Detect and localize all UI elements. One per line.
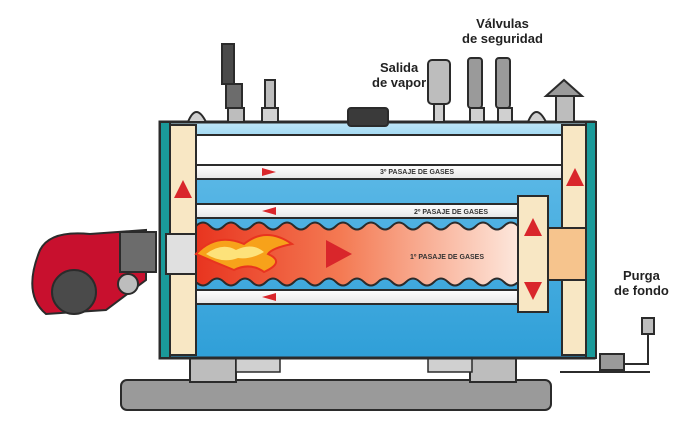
second-pass-tube-lower <box>195 289 523 305</box>
arrow-reversal-up <box>524 218 542 236</box>
burner-motor <box>51 269 97 315</box>
reversal-chamber <box>517 195 549 313</box>
rear-plate <box>585 121 597 359</box>
arrow-front-up <box>174 180 192 198</box>
safety-valve-base-2 <box>497 107 513 123</box>
level-control <box>221 43 235 85</box>
steam-space <box>189 134 567 166</box>
blowdown-valve-body <box>599 353 625 371</box>
first-pass-label: 1º PASAJE DE GASES <box>410 254 484 261</box>
burner-icon <box>31 228 157 316</box>
blowdown-valve-icon <box>560 317 655 373</box>
gas-flow-arrows <box>174 168 584 301</box>
top-fittings <box>186 43 585 127</box>
chimney-body <box>555 95 575 123</box>
manhole <box>347 107 389 127</box>
rear-refractory <box>547 227 587 281</box>
purga-label: Purga de fondo <box>614 268 669 298</box>
valvulas-line-2: de seguridad <box>462 31 543 46</box>
blowdown-handle <box>641 317 655 335</box>
pressure-gauge-icon <box>264 79 276 109</box>
purga-line-1: Purga <box>623 268 660 283</box>
purga-line-2: de fondo <box>614 283 669 298</box>
lifting-lug-left <box>186 111 208 123</box>
salida-line-1: Salida <box>379 60 419 75</box>
base-skid <box>120 379 552 411</box>
arrow-third-pass <box>262 168 276 176</box>
salida-label: Salida de vapor <box>372 60 426 90</box>
valvulas-label: Válvulas de seguridad <box>462 16 543 46</box>
burner-refractory <box>165 233 197 275</box>
level-control-body <box>225 83 243 109</box>
level-control-base <box>227 107 245 123</box>
arrow-second-pass <box>262 207 276 215</box>
safety-valve-icon-2 <box>495 57 511 109</box>
second-pass-label: 2º PASAJE DE GASES <box>414 209 488 216</box>
arrow-lower-pass <box>262 293 276 301</box>
gauge-base <box>261 107 279 123</box>
arrow-reversal-down <box>524 282 542 300</box>
safety-valve-base-1 <box>469 107 485 123</box>
arrow-rear-up <box>566 168 584 186</box>
arrow-first-pass <box>326 240 352 268</box>
chimney-icon <box>543 78 585 97</box>
safety-valve-icon <box>467 57 483 109</box>
valvulas-line-1: Válvulas <box>476 16 529 31</box>
third-pass-tube <box>195 164 563 180</box>
flame-core <box>206 246 264 261</box>
steam-outlet-valve-icon <box>427 59 451 105</box>
lifting-lug-right <box>526 111 548 123</box>
burner-fan <box>117 273 139 295</box>
salida-line-2: de vapor <box>372 75 427 90</box>
third-pass-label: 3º PASAJE DE GASES <box>380 169 454 176</box>
steam-outlet-stem <box>433 103 445 123</box>
burner-coupling <box>119 231 157 273</box>
